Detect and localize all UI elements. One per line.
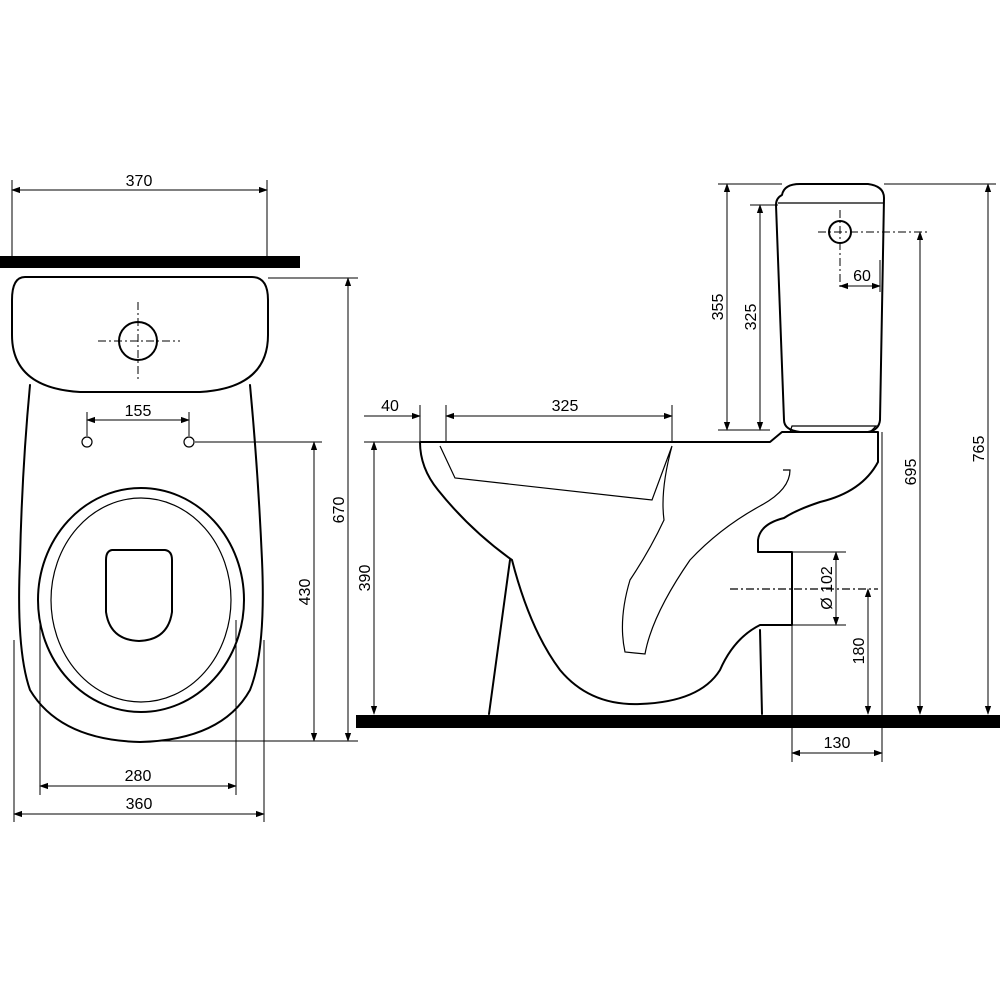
dim-label-180: 180 <box>851 638 868 665</box>
seat-outer <box>37 487 245 713</box>
front-tank-outline <box>11 276 269 393</box>
dim-label-430: 430 <box>297 579 314 606</box>
side-tank-outline <box>775 183 885 433</box>
dim-label-130: 130 <box>824 735 851 752</box>
mounting-hole-left-icon <box>81 436 93 448</box>
seat-opening <box>105 549 173 642</box>
dim-label-325-h: 325 <box>552 398 579 415</box>
side-front-foot <box>488 559 511 715</box>
side-back-foot <box>759 629 763 715</box>
front-view: 370 155 670 430 280 360 <box>0 173 358 822</box>
dim-label-155: 155 <box>125 403 152 420</box>
mounting-hole-right-icon <box>183 436 195 448</box>
dim-label-102: Ø 102 <box>819 566 836 610</box>
side-bowl-outline <box>419 431 879 706</box>
dim-label-670: 670 <box>331 497 348 524</box>
dim-label-765: 765 <box>971 436 988 463</box>
side-trapway <box>439 445 791 655</box>
side-floor-line <box>356 715 1000 728</box>
side-view: 40 325 355 325 60 695 765 390 <box>356 183 1000 762</box>
front-wall-line <box>0 256 300 268</box>
front-bowl-outline <box>18 384 264 743</box>
dim-label-60: 60 <box>853 268 871 285</box>
dim-label-360: 360 <box>126 796 153 813</box>
dim-label-355: 355 <box>710 294 727 321</box>
dim-label-370: 370 <box>126 173 153 190</box>
dim-label-695: 695 <box>903 459 920 486</box>
dim-label-40: 40 <box>381 398 399 415</box>
dim-label-325-v: 325 <box>743 304 760 331</box>
seat-inner <box>50 497 232 703</box>
dim-label-390: 390 <box>357 565 374 592</box>
dim-label-280: 280 <box>125 768 152 785</box>
